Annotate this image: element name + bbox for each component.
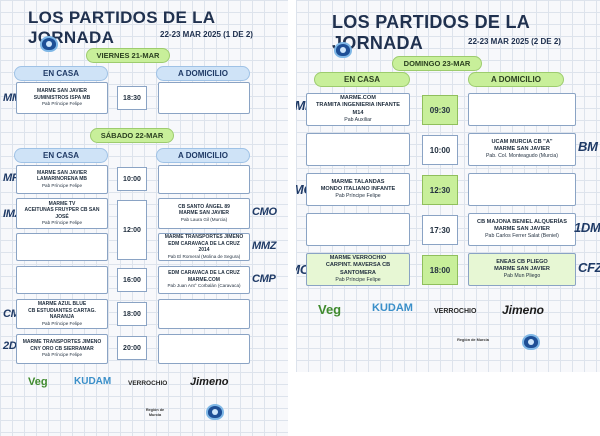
match-card: ENEAS CB PLIEGO MARME SAN JAVIER Pab Mun… xyxy=(468,253,576,286)
time-slot: 10:00 xyxy=(117,167,147,191)
match-venue: Pab Príncipe Felipe xyxy=(335,193,381,200)
sponsor-logo-jimeno: Jimeno xyxy=(190,376,229,388)
sponsor-logo-region-murcia: Región de Murcia xyxy=(145,408,165,417)
day-pill-saturday: SÁBADO 22-MAR xyxy=(90,128,174,143)
match-venue: Pab Auxiliar xyxy=(344,116,372,123)
poster-dates: 22-23 MAR 2025 (1 DE 2) xyxy=(160,30,253,39)
time-slot: 16:00 xyxy=(117,268,147,292)
category-tag: BM xyxy=(578,139,598,154)
match-card: CB SANTO ÁNGEL 89 MARME SAN JAVIER Pab L… xyxy=(158,198,250,229)
match-teams: CB MAJONA BENIEL ALQUERÍAS MARME SAN JAV… xyxy=(477,218,567,232)
club-crest-icon xyxy=(334,42,352,58)
time-slot: 18:00 xyxy=(117,302,147,326)
match-card: MARME TV ACEITUNAS FRUYPER CB SAN JOSÉ P… xyxy=(16,198,108,229)
match-teams: MARME.COM TRAMITA INGENIERIA INFANTE M14 xyxy=(315,95,400,116)
poster-right: LOS PARTIDOS DE LA JORNADA 22-23 MAR 202… xyxy=(296,0,600,372)
time-slot: 09:30 xyxy=(422,95,458,125)
sponsor-logo-veg: Veg xyxy=(28,376,48,388)
match-card: MARME.COM TRAMITA INGENIERIA INFANTE M14… xyxy=(306,93,410,126)
match-venue: Pab Príncipe Felipe xyxy=(41,220,83,225)
category-tag: 1DM xyxy=(574,220,600,235)
match-card: MARME TRANSPORTES JIMENO CNY ORO CB SIER… xyxy=(16,334,108,364)
club-crest-icon xyxy=(206,404,224,420)
match-venue: Pab Mun Pliego xyxy=(503,273,541,280)
match-teams: MARME TRANSPORTES JIMENO EDM CARAVACA DE… xyxy=(164,234,244,253)
club-crest-icon xyxy=(522,334,540,350)
match-venue: Pab El Romeral (Molina de Segura) xyxy=(167,253,241,259)
match-venue: Pab Carlos Ferrer Salat (Beniel) xyxy=(485,233,559,240)
empty-slot xyxy=(158,82,250,114)
col-home-header: EN CASA xyxy=(14,148,108,163)
empty-slot xyxy=(468,173,576,206)
time-slot: 20:00 xyxy=(117,336,147,360)
match-venue: Pab. Col. Monteagudo (Murcia) xyxy=(485,153,559,160)
sponsor-logo-kudam: KUDAM xyxy=(74,376,112,387)
col-away-header: A DOMICILIO xyxy=(156,66,250,81)
empty-slot xyxy=(306,133,410,166)
match-venue: Pab Príncipe Felipe xyxy=(41,320,83,326)
match-card: MARME AZUL BLUE CB ESTUDIANTES CARTAG. N… xyxy=(16,299,108,329)
col-away-header: A DOMICILIO xyxy=(156,148,250,163)
match-teams: ENEAS CB PLIEGO MARME SAN JAVIER xyxy=(494,258,550,272)
col-home-header: EN CASA xyxy=(14,66,108,81)
time-slot: 12:30 xyxy=(422,175,458,205)
category-tag: CMP xyxy=(252,273,276,285)
match-teams: MARME TV ACEITUNAS FRUYPER CB SAN JOSÉ xyxy=(24,200,100,220)
col-home-header: EN CASA xyxy=(314,72,410,87)
empty-slot xyxy=(468,93,576,126)
day-pill-sunday: DOMINGO 23-MAR xyxy=(392,56,482,71)
poster-title: LOS PARTIDOS DE LA JORNADA xyxy=(28,8,215,47)
match-teams: MARME SAN JAVIER LAMARINORENA MB xyxy=(36,169,88,183)
day-pill-friday: VIERNES 21-MAR xyxy=(86,48,170,63)
match-teams: UCAM MURCIA CB "A" MARME SAN JAVIER xyxy=(491,138,553,152)
time-slot: 18:30 xyxy=(117,86,147,110)
match-card: UCAM MURCIA CB "A" MARME SAN JAVIER Pab.… xyxy=(468,133,576,166)
match-teams: MARME TALANDAS MONDO ITALIANO INFANTE xyxy=(320,178,396,192)
match-venue: Pab Príncipe Felipe xyxy=(41,182,83,188)
empty-slot xyxy=(16,233,108,261)
empty-slot xyxy=(158,165,250,194)
sponsor-logo-region-murcia: Región de Murcia xyxy=(457,338,489,342)
sponsor-logo-veg: Veg xyxy=(318,302,342,317)
match-teams: MARME VERROCHIO CARPINT. MAVERSA CB SANT… xyxy=(325,255,391,276)
match-teams: CB SANTO ÁNGEL 89 MARME SAN JAVIER xyxy=(178,203,230,217)
sponsor-logo-kudam: KUDAM xyxy=(372,302,413,314)
match-teams: MARME TRANSPORTES JIMENO CNY ORO CB SIER… xyxy=(22,339,102,352)
poster-left: LOS PARTIDOS DE LA JORNADA 22-23 MAR 202… xyxy=(0,0,288,436)
sponsor-logo-jimeno: Jimeno xyxy=(502,303,545,317)
match-card: MARME SAN JAVIER SUMINISTROS ISPA MB Pab… xyxy=(16,82,108,114)
match-teams: EDM CARAVACA DE LA CRUZ MARME.COM xyxy=(168,270,240,283)
match-card: EDM CARAVACA DE LA CRUZ MARME.COM Pab Ju… xyxy=(158,266,250,294)
time-slot: 12:00 xyxy=(117,200,147,260)
match-venue: Pab Príncipe Felipe xyxy=(41,101,83,107)
match-card: MARME SAN JAVIER LAMARINORENA MB Pab Prí… xyxy=(16,165,108,194)
sponsor-logo-verrochio: VERROCHIO xyxy=(434,308,477,315)
match-card: MARME VERROCHIO CARPINT. MAVERSA CB SANT… xyxy=(306,253,410,286)
match-venue: Pab Príncipe Felipe xyxy=(335,276,381,283)
poster-dates: 22-23 MAR 2025 (2 DE 2) xyxy=(468,37,561,46)
sponsor-logo-verrochio: VERROCHIO xyxy=(128,380,168,387)
time-slot: 18:00 xyxy=(422,255,458,285)
match-card: MARME TRANSPORTES JIMENO EDM CARAVACA DE… xyxy=(158,233,250,261)
empty-slot xyxy=(158,299,250,329)
match-venue: Pab Juan Ant° Corbalán (Caravaca) xyxy=(167,283,241,289)
col-away-header: A DOMICILIO xyxy=(468,72,564,87)
category-tag: CMO xyxy=(252,206,277,218)
category-tag: MMZ xyxy=(252,240,277,252)
category-tag: CFZ xyxy=(578,260,600,275)
time-slot: 10:00 xyxy=(422,135,458,165)
match-card: MARME TALANDAS MONDO ITALIANO INFANTE Pa… xyxy=(306,173,410,206)
time-slot: 17:30 xyxy=(422,215,458,245)
match-teams: MARME AZUL BLUE CB ESTUDIANTES CARTAG. N… xyxy=(28,301,96,320)
match-teams: MARME SAN JAVIER SUMINISTROS ISPA MB xyxy=(33,88,91,101)
match-card: CB MAJONA BENIEL ALQUERÍAS MARME SAN JAV… xyxy=(468,213,576,246)
empty-slot xyxy=(158,334,250,364)
poster-title: LOS PARTIDOS DE LA JORNADA xyxy=(332,12,530,53)
club-crest-icon xyxy=(40,36,58,52)
match-venue: Pab Laura Gil (Murcia) xyxy=(180,216,228,222)
empty-slot xyxy=(16,266,108,294)
match-venue: Pab Príncipe Felipe xyxy=(41,352,83,358)
empty-slot xyxy=(306,213,410,246)
